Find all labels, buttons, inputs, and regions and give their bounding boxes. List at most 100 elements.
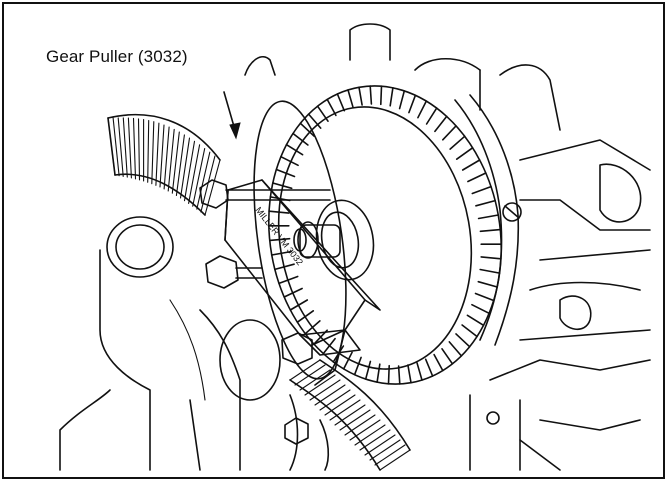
hatch-line [349,419,381,441]
hatch-line [167,128,175,192]
camshaft-sprocket [253,85,503,385]
hatch-line [271,182,293,190]
hatch-line [326,98,337,117]
hatch-line [329,399,361,421]
hatch-line [196,151,211,210]
hatch-line [359,429,391,451]
hatch-line [417,100,428,119]
hatch-line [477,280,499,288]
hatch-line [358,86,363,106]
hatch-line [374,444,406,466]
hatch-line [322,337,336,355]
hatch-line [344,414,376,436]
puller-jaw[interactable] [281,329,346,386]
hatch-line [342,351,353,370]
hatch-line [304,320,321,335]
hatch-line [448,341,463,357]
hatch-line [479,228,502,233]
hatch-line [117,117,124,177]
hatch-line [369,85,373,105]
timing-belt-lower [289,359,411,471]
hatch-line [132,117,137,180]
hatch-line [433,353,444,372]
hatch-line [408,94,417,114]
hatch-line [479,268,501,274]
callout-label: Gear Puller (3032) [46,47,188,66]
hatch-line [389,87,394,107]
hatch-line [151,121,155,185]
hatch-line [204,159,221,216]
hatch-line [316,105,329,122]
leader-arrow [223,91,241,140]
engine-right-side [454,94,651,471]
hatch-line [268,210,290,214]
hatch-line [480,256,502,260]
hatch-line [416,361,423,381]
hatch-line [477,214,500,220]
hatch-line [278,275,299,285]
hatch-line [364,360,372,380]
hatch-line [379,449,411,471]
hatch-line [319,389,351,411]
hatch-line [376,363,381,384]
hatch-line [289,299,309,311]
hatch-line [425,107,438,125]
hatch-line [183,140,196,202]
hatch-line [471,303,490,315]
hatch-line [441,125,457,141]
hatch-line [175,134,185,197]
hatch-line [268,237,291,242]
hatch-line [387,364,391,385]
hatch-line [324,394,356,416]
puller-bolt-upper[interactable] [199,179,331,209]
hatch-line [466,314,485,327]
engine-casting-upper [244,23,561,131]
hatch-line [474,292,495,302]
hatch-line [314,384,346,406]
hatch-line [285,143,304,156]
hatch-line [270,250,293,256]
hatch-line [398,90,406,110]
hatch-line [441,347,454,365]
hatch-line [471,185,492,195]
hatch-line [407,364,412,384]
hatch-line [283,287,303,298]
hatch-line [455,333,471,348]
hatch-line [304,374,336,396]
lower-pulley [189,319,330,471]
hatch-line [179,137,191,199]
figure-frame [2,2,665,479]
hatch-line [299,122,315,137]
hatch-line [434,115,448,133]
hatch-line [127,117,132,179]
timing-belt-upper [107,113,221,216]
hatch-line [296,309,315,324]
hatch-line [424,358,434,377]
hatch-line [455,147,474,160]
hatch-line [397,365,401,385]
hatch-line [334,404,366,426]
hatch-line [299,369,331,391]
puller-bolt-lower[interactable] [205,255,263,289]
hatch-line [369,439,401,461]
hatch-line [294,364,326,386]
hatch-line [467,172,487,183]
hatch-line [347,89,354,108]
hatch-line [292,132,309,146]
hatch-line [171,131,180,194]
hatch-line [155,122,160,186]
hatch-line [112,117,120,177]
hatch-line [307,113,322,129]
hatch-line [275,168,296,178]
hatch-line [107,117,116,176]
hatch-line [192,147,206,207]
hatch-line [339,409,371,431]
hatch-line [461,324,478,338]
hatch-line [280,155,299,167]
hatch-line [336,93,346,112]
hatch-line [461,159,481,171]
hatch-line [188,144,201,204]
hatch-line [475,199,497,207]
hatch-line [273,263,295,271]
hatch-line [122,117,128,178]
